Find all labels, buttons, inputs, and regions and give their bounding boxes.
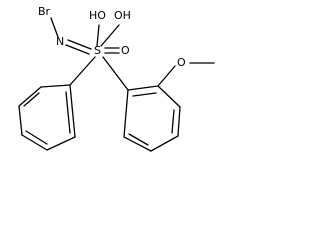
bonds: [18, 17, 215, 152]
bond-n-s-2: [65, 44, 90, 55]
atom-labels: Br N S O HO OH O: [38, 5, 186, 69]
bond-s-phenyl: [69, 56, 96, 86]
bond-br-n: [50, 17, 59, 38]
phenyl-ring: [18, 84, 76, 151]
chemical-structure: Br N S O HO OH O: [18, 5, 215, 152]
atom-o: O: [121, 44, 130, 57]
atom-oh-left: HO: [89, 9, 106, 22]
atom-methoxy-o: O: [177, 56, 186, 69]
bond-s-aryl: [102, 56, 129, 91]
atom-oh-right: OH: [114, 9, 131, 22]
atom-br: Br: [38, 5, 51, 18]
methoxyphenyl-ring: [123, 85, 181, 152]
bond-ring-o: [157, 65, 176, 87]
bond-n-s-1: [67, 39, 92, 50]
bond-s-oh-right: [100, 24, 120, 47]
atom-s: S: [94, 44, 101, 57]
bond-s-oh-left: [96, 24, 100, 47]
atom-n: N: [56, 35, 64, 48]
